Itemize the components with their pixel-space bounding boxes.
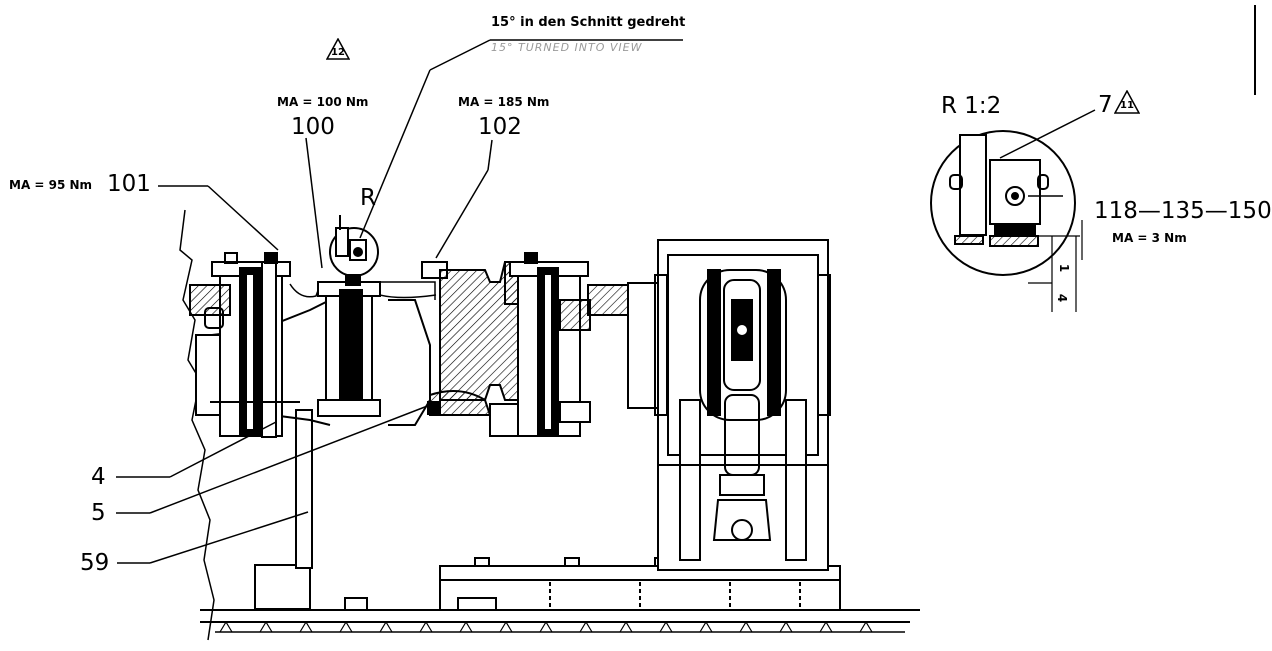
detail-title: R 1:2 [941,93,1002,119]
revision-mark-detail: 11 [1113,89,1141,114]
torque-detail: MA = 3 Nm [1112,231,1187,245]
detail-dim-b: 4 [1055,293,1070,303]
support-column [295,409,313,569]
revision-mark-detail-text: 11 [1120,100,1134,111]
item-4: 4 [91,464,106,490]
revision-mark-main-text: 12 [331,47,345,58]
break-line [179,209,215,641]
detail-dim-a: 1 [1057,263,1072,273]
item-7: 7 [1098,92,1113,118]
rotation-note-de: 15° in den Schnitt gedreht [491,15,686,30]
base-plate [200,557,920,633]
detail-view [930,130,1083,312]
view-letter-r: R [360,185,376,211]
right-coupling [509,252,659,437]
middle-flange [317,215,381,417]
revision-mark-main: 12 [325,37,351,60]
elastic-element [421,261,525,437]
item-101: 101 [107,171,151,197]
item-102: 102 [478,114,522,140]
torque-101: MA = 95 Nm [9,178,93,192]
rotation-note-en: 15° TURNED INTO VIEW [491,41,643,54]
torque-102: MA = 185 Nm [458,95,550,109]
bearing-block [654,239,831,571]
item-118-135-150: 118—135—150 [1094,198,1272,224]
item-5: 5 [91,500,106,526]
torque-100: MA = 100 Nm [277,95,369,109]
item-59: 59 [80,550,110,576]
left-coupling [189,252,300,438]
item-100: 100 [291,114,335,140]
leader-lines [116,5,1256,564]
